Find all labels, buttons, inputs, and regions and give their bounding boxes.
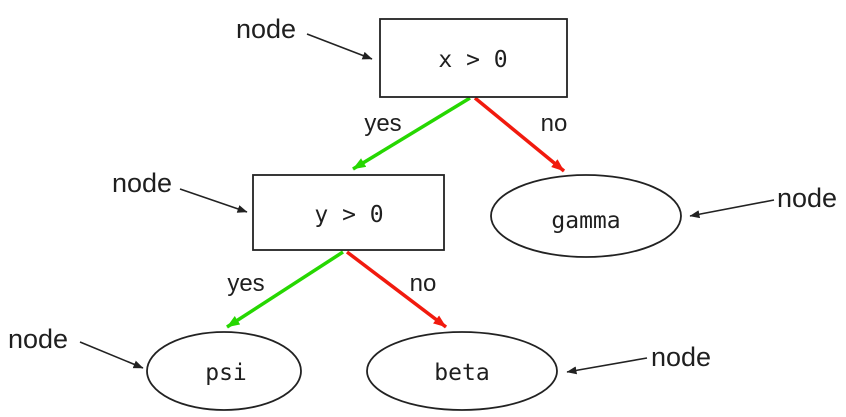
node-annotation-label-root: node — [236, 14, 296, 44]
node-annotation-arrow-beta — [566, 357, 648, 375]
edge-root-yes — [352, 96, 471, 171]
decision-node-label: y > 0 — [314, 202, 383, 228]
node-annotation-arrow-gamma — [689, 199, 775, 219]
edge-label-no-1: no — [541, 110, 568, 137]
edge-label-yes-2: yes — [227, 270, 264, 297]
psi-node-label: psi — [205, 360, 247, 386]
gamma-node-ellipse — [490, 174, 682, 258]
node-annotation-label-gamma: node — [777, 183, 837, 213]
node-annotation-label-psi: node — [8, 324, 68, 354]
edge-label-yes-1: yes — [364, 110, 401, 137]
node-annotation-label-decision: node — [112, 168, 172, 198]
beta-node-ellipse — [366, 331, 558, 411]
edge-decision-no — [345, 250, 448, 329]
root-node-box — [379, 18, 568, 98]
node-annotation-label-beta: node — [651, 342, 711, 372]
node-annotation-arrow-root — [306, 33, 373, 60]
edge-root-no — [473, 96, 566, 173]
node-annotation-arrow-decision — [179, 188, 248, 213]
gamma-node-label: gamma — [551, 208, 620, 234]
beta-node-label: beta — [434, 360, 489, 386]
psi-node-ellipse — [146, 331, 302, 411]
root-node-label: x > 0 — [438, 47, 507, 73]
decision-node-box — [252, 174, 445, 251]
edge-decision-yes — [226, 250, 344, 329]
edge-label-no-2: no — [410, 270, 437, 297]
node-annotation-arrow-psi — [79, 341, 144, 369]
